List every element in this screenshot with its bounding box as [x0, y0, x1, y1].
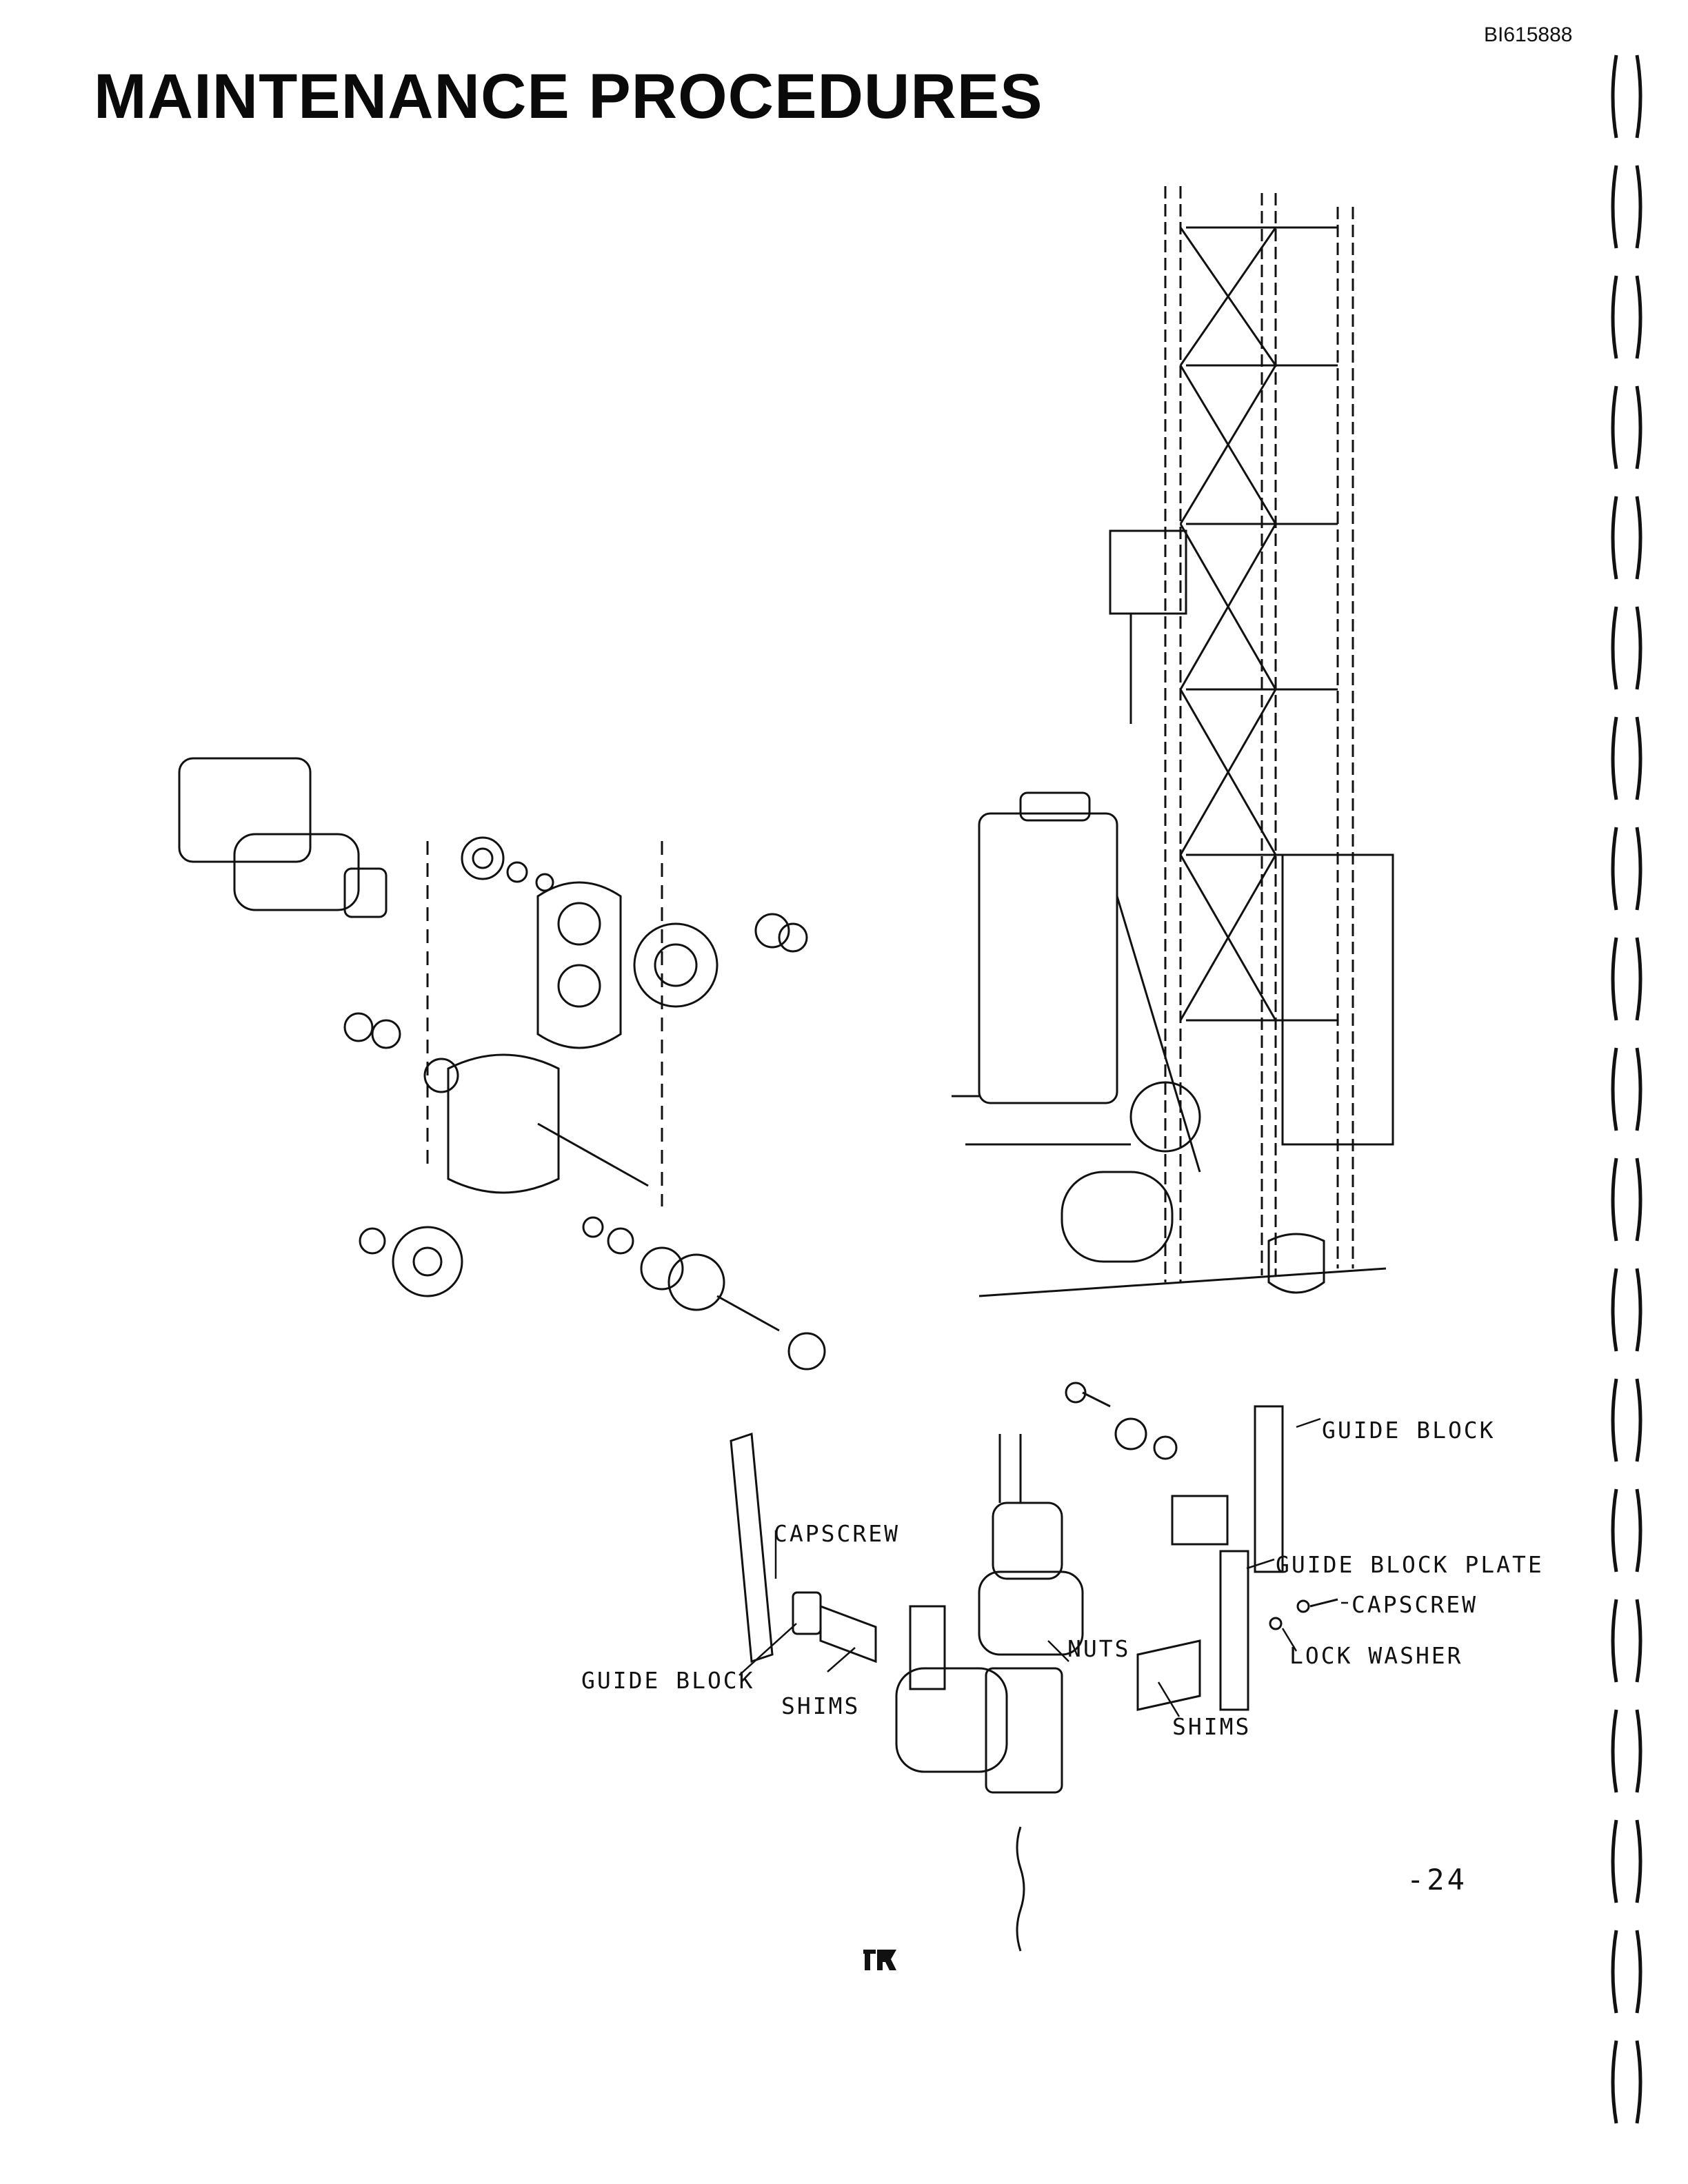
- mast-tower-drawing: [952, 186, 1394, 1297]
- guide-block-assembly-drawing: [730, 1382, 1338, 1952]
- gearbox-exploded-drawing: [178, 757, 826, 1371]
- callout-lock-washer: LOCK WASHER: [1289, 1642, 1463, 1669]
- callout-nuts: NUTS: [1067, 1635, 1131, 1662]
- callout-guide-block-left: GUIDE BLOCK: [581, 1667, 755, 1694]
- binder-spiral-marks: [1611, 54, 1642, 2124]
- page-title: MAINTENANCE PROCEDURES: [94, 61, 1043, 132]
- callout-capscrew-left: CAPSCREW: [774, 1520, 900, 1547]
- callout-guide-block-plate: GUIDE BLOCK PLATE: [1276, 1551, 1544, 1578]
- callout-capscrew-right: CAPSCREW: [1352, 1591, 1478, 1618]
- callout-leaders: [738, 1417, 1348, 1717]
- callout-shims-left: SHIMS: [781, 1692, 861, 1719]
- page-number: -24: [1407, 1863, 1467, 1897]
- document-id: BI615888: [1484, 23, 1573, 46]
- manufacturer-logo-icon: [863, 1950, 896, 1970]
- callout-guide-block: GUIDE BLOCK: [1322, 1417, 1496, 1444]
- callout-shims-right: SHIMS: [1172, 1713, 1252, 1740]
